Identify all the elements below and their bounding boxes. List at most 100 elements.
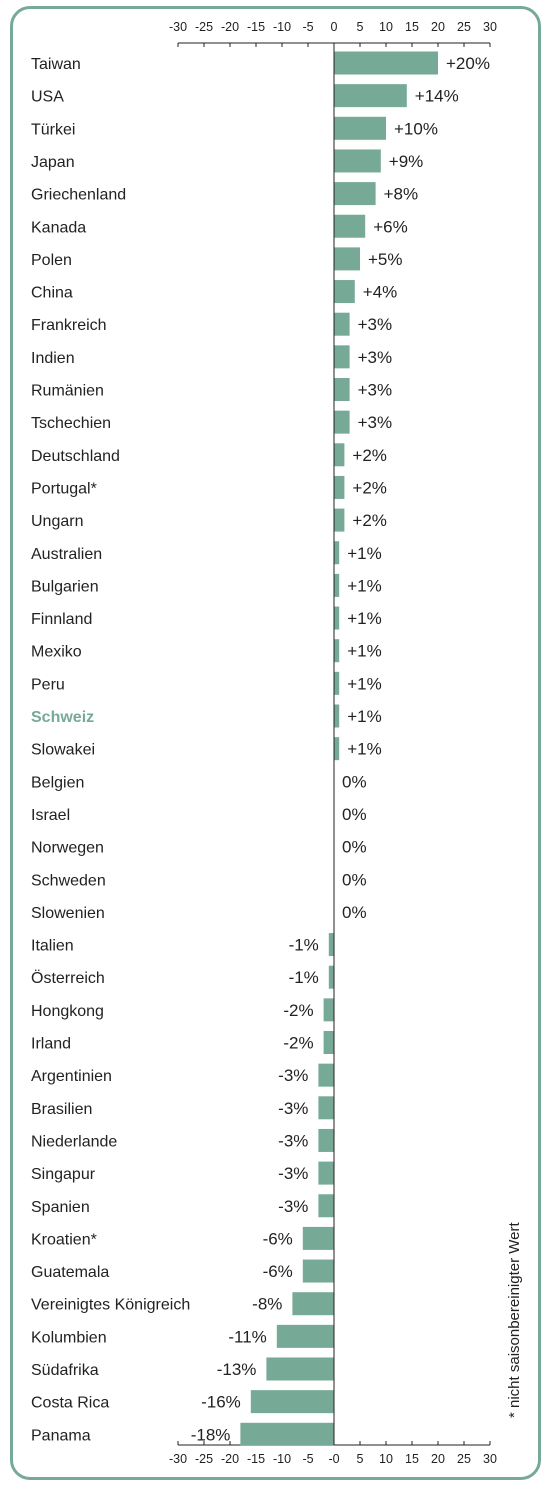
bar	[334, 737, 340, 761]
value-label: 0%	[342, 903, 367, 922]
category-label: Norwegen	[31, 840, 104, 857]
value-label: +2%	[352, 446, 387, 465]
bar	[318, 1161, 334, 1185]
bottom-tick-label: 20	[431, 1452, 445, 1466]
chart-row: Belgien 0%	[31, 772, 367, 791]
top-tick-label: -30	[169, 20, 187, 34]
bar	[276, 1324, 334, 1348]
bar	[318, 1194, 334, 1218]
category-label: Taiwan	[31, 56, 81, 73]
value-label: -2%	[283, 1001, 313, 1020]
category-label: Österreich	[31, 969, 105, 987]
bar	[334, 573, 340, 597]
chart-frame	[10, 6, 541, 1480]
bar	[334, 182, 376, 206]
value-label: +1%	[347, 740, 382, 759]
value-label: +14%	[415, 87, 459, 106]
value-label: 0%	[342, 772, 367, 791]
chart-row: Polen+5%	[31, 247, 403, 271]
chart-row: Südafrika -13%	[31, 1357, 334, 1381]
value-label: -6%	[263, 1229, 293, 1248]
category-label: Guatemala	[31, 1264, 109, 1281]
category-label: Finnland	[31, 611, 92, 628]
category-label: Schweiz	[31, 709, 94, 726]
category-label: Panama	[31, 1427, 91, 1444]
category-label: Portugal*	[31, 480, 97, 497]
value-label: +1%	[347, 576, 382, 595]
category-label: Singapur	[31, 1166, 96, 1183]
value-label: -3%	[278, 1099, 308, 1118]
top-tick-label: 25	[457, 20, 471, 34]
value-label: -2%	[283, 1034, 313, 1053]
category-label: Frankreich	[31, 317, 107, 334]
bar	[240, 1422, 334, 1446]
value-label: +8%	[384, 185, 419, 204]
top-tick-label: -15	[247, 20, 265, 34]
category-label: Irland	[31, 1036, 71, 1053]
bar	[328, 965, 334, 989]
value-label: -18%	[191, 1425, 231, 1444]
bar	[334, 410, 350, 434]
value-label: +20%	[446, 54, 490, 73]
bar	[266, 1357, 334, 1381]
top-tick-label: -5	[302, 20, 313, 34]
chart-row: Vereinigtes Königreich-8%	[31, 1292, 334, 1316]
category-label: Belgien	[31, 774, 84, 791]
chart-row: Indien+3%	[31, 345, 392, 369]
value-label: 0%	[342, 838, 367, 857]
bottom-tick-label: -20	[221, 1452, 239, 1466]
chart-row: Rumänien+3%	[31, 378, 392, 401]
chart-row: Schweiz+1%	[31, 704, 382, 728]
bar	[334, 443, 345, 467]
category-label: Brasilien	[31, 1101, 92, 1118]
top-tick-label: 0	[331, 20, 338, 34]
value-label: -16%	[201, 1393, 241, 1412]
value-label: +3%	[358, 315, 393, 334]
bar	[334, 671, 340, 695]
value-label: -3%	[278, 1164, 308, 1183]
bottom-tick-label: 10	[379, 1452, 393, 1466]
bar	[334, 345, 350, 369]
bar	[334, 51, 438, 75]
value-label: -1%	[289, 936, 319, 955]
chart-row: Norwegen 0%	[31, 838, 367, 857]
category-label: Hongkong	[31, 1003, 104, 1020]
bar	[334, 704, 340, 728]
value-label: +9%	[389, 152, 424, 171]
category-label: Griechenland	[31, 187, 126, 204]
chart-row: Griechenland +8%	[31, 182, 419, 206]
value-label: -3%	[278, 1197, 308, 1216]
bar	[323, 998, 334, 1022]
top-tick-label: -10	[273, 20, 291, 34]
value-label: +10%	[394, 119, 438, 138]
value-label: -13%	[217, 1360, 257, 1379]
top-tick-label: 10	[379, 20, 393, 34]
category-label: Südafrika	[31, 1362, 99, 1379]
chart-row: USA+14%	[31, 84, 459, 108]
value-label: -11%	[228, 1327, 266, 1346]
chart-row: Hongkong -2%	[31, 998, 334, 1022]
bar	[334, 280, 355, 304]
chart-row: Italien-1%	[31, 933, 334, 957]
category-label: Kroatien*	[31, 1231, 97, 1248]
bar	[318, 1096, 334, 1120]
value-label: +2%	[352, 478, 387, 497]
bar	[318, 1128, 334, 1152]
chart-row: Finnland+1%	[31, 606, 382, 630]
category-label: Peru	[31, 676, 65, 693]
top-tick-label: 5	[357, 20, 364, 34]
chart-row: Türkei+10%	[31, 116, 438, 140]
chart-row: Österreich-1%	[31, 965, 334, 989]
category-label: Mexiko	[31, 644, 82, 661]
bar	[334, 214, 366, 238]
bar	[334, 541, 340, 565]
bar	[334, 312, 350, 336]
bottom-tick-label: -10	[273, 1452, 291, 1466]
bottom-tick-label: 15	[405, 1452, 419, 1466]
bottom-tick-label: 5	[357, 1452, 364, 1466]
chart-row: Spanien-3%	[31, 1194, 334, 1218]
footnote: * nicht saisonbereinigter Wert	[506, 1222, 523, 1418]
bar	[334, 606, 340, 630]
